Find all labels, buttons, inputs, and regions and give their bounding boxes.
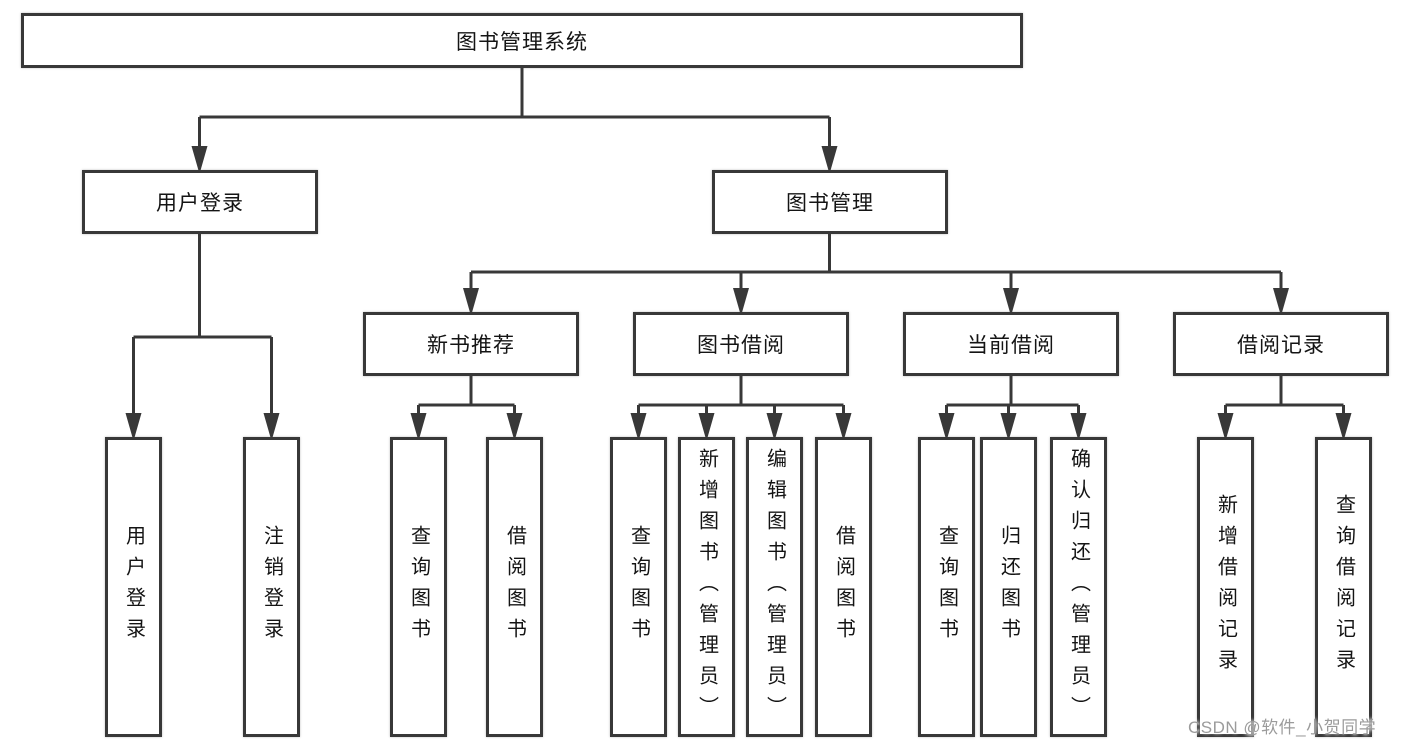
leaf-query-books-borrowing: 查询图书	[610, 437, 667, 737]
node-label: 借阅图书	[503, 525, 526, 649]
leaf-query-books-recommend: 查询图书	[390, 437, 447, 737]
node-label: 用户登录	[156, 192, 244, 215]
leaf-edit-books-admin: 编辑图书（管理员）	[746, 437, 803, 737]
node-label: 查询借阅记录	[1332, 494, 1355, 680]
node-label: 新增图书（管理员）	[695, 447, 718, 727]
node-new-book-recommendation: 新书推荐	[363, 312, 579, 376]
leaf-return-books: 归还图书	[980, 437, 1037, 737]
node-book-borrowing: 图书借阅	[633, 312, 849, 376]
node-label: 用户登录	[122, 525, 145, 649]
node-label: 借阅记录	[1237, 334, 1325, 357]
leaf-confirm-return-admin: 确认归还（管理员）	[1050, 437, 1107, 737]
leaf-query-borrow-record: 查询借阅记录	[1315, 437, 1372, 737]
leaf-add-books-admin: 新增图书（管理员）	[678, 437, 735, 737]
node-label: 编辑图书（管理员）	[763, 447, 786, 727]
leaf-user-login: 用户登录	[105, 437, 162, 737]
node-label: 新书推荐	[427, 334, 515, 357]
node-label: 注销登录	[260, 525, 283, 649]
node-borrowing-records: 借阅记录	[1173, 312, 1389, 376]
node-label: 当前借阅	[967, 334, 1055, 357]
node-current-borrowing: 当前借阅	[903, 312, 1119, 376]
node-user-login: 用户登录	[82, 170, 318, 234]
node-label: 归还图书	[997, 525, 1020, 649]
node-label: 查询图书	[407, 525, 430, 649]
node-library-management-system: 图书管理系统	[21, 13, 1023, 68]
arrowheads	[125, 146, 1352, 441]
leaf-query-books-current: 查询图书	[918, 437, 975, 737]
node-label: 图书管理系统	[456, 30, 588, 54]
leaf-add-borrow-record: 新增借阅记录	[1197, 437, 1254, 737]
leaf-logout: 注销登录	[243, 437, 300, 737]
csdn-watermark: CSDN @软件_小贺同学	[1188, 718, 1377, 737]
node-label: 查询图书	[627, 525, 650, 649]
node-label: 确认归还（管理员）	[1067, 447, 1090, 727]
node-label: 图书借阅	[697, 334, 785, 357]
node-label: 借阅图书	[832, 525, 855, 649]
node-label: 图书管理	[786, 192, 874, 215]
node-label: 查询图书	[935, 525, 958, 649]
leaf-borrow-books-borrowing: 借阅图书	[815, 437, 872, 737]
node-label: 新增借阅记录	[1214, 494, 1237, 680]
node-book-management: 图书管理	[712, 170, 948, 234]
leaf-borrow-books-recommend: 借阅图书	[486, 437, 543, 737]
